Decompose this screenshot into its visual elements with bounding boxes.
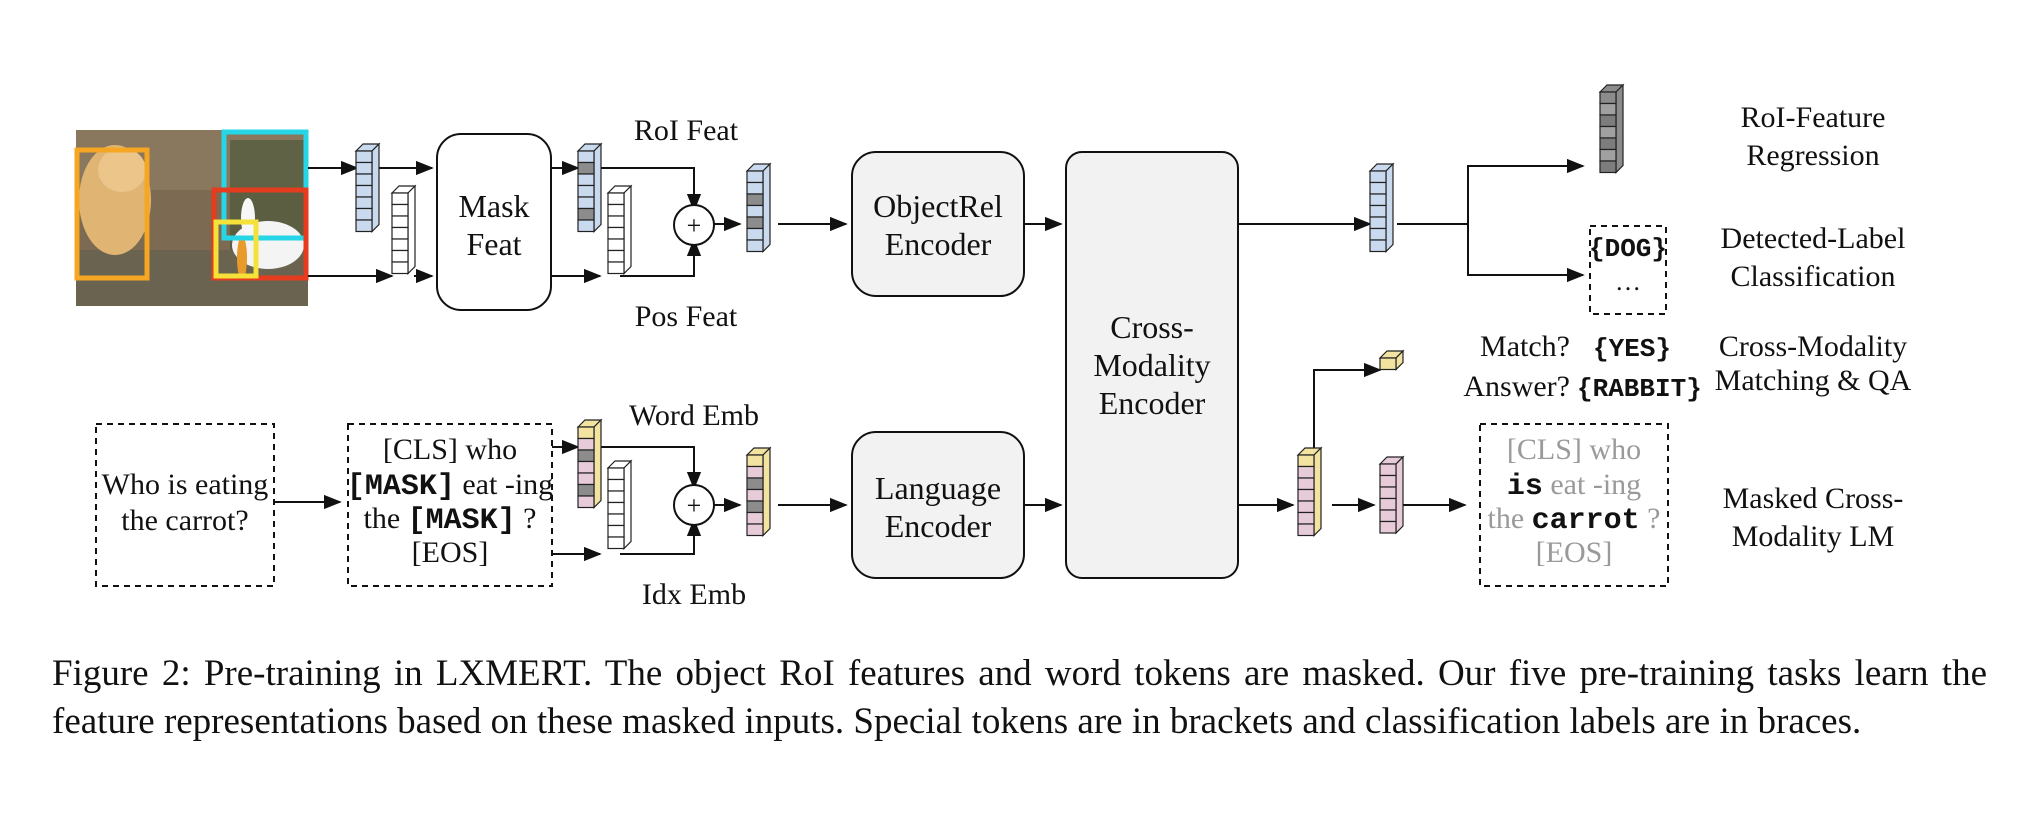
svg-text:[MASK] eat -ing: [MASK] eat -ing bbox=[347, 468, 553, 504]
svg-text:Encoder: Encoder bbox=[885, 226, 992, 262]
task-matching-qa: Cross-Modality Matching & QA bbox=[1715, 330, 1912, 397]
svg-text:[CLS] who: [CLS] who bbox=[383, 433, 517, 466]
task-label-classification: Detected-Label Classification bbox=[1721, 222, 1906, 293]
match-question: Match? bbox=[1480, 330, 1570, 363]
feature-vectors bbox=[354, 83, 1625, 550]
svg-text:Cross-: Cross- bbox=[1110, 309, 1194, 345]
svg-text:Modality LM: Modality LM bbox=[1732, 520, 1895, 553]
svg-text:Detected-Label: Detected-Label bbox=[1721, 222, 1906, 255]
cross-language-output-vector bbox=[1296, 446, 1323, 537]
svg-text:Modality: Modality bbox=[1093, 347, 1210, 383]
answer-question: Answer? bbox=[1463, 370, 1570, 403]
mask-feat-box: Mask Feat bbox=[436, 133, 552, 311]
svg-text:the carrot?: the carrot? bbox=[121, 504, 248, 537]
idx-emb-label: Idx Emb bbox=[642, 578, 746, 611]
combined-language-vector bbox=[745, 446, 772, 537]
task-roi-regression: RoI-Feature Regression bbox=[1741, 101, 1886, 172]
yellow-box bbox=[213, 219, 259, 279]
lm-output-vector bbox=[1378, 455, 1405, 535]
objectrel-encoder-box: ObjectRel Encoder bbox=[851, 151, 1025, 297]
svg-text:the [MASK] ?: the [MASK] ? bbox=[363, 502, 536, 538]
combined-visual-vector bbox=[745, 162, 772, 253]
photo-thumbnail bbox=[74, 129, 309, 306]
regression-target-vector bbox=[1598, 83, 1625, 174]
detected-label-box: {DOG} … bbox=[1589, 225, 1667, 315]
task-masked-lm: Masked Cross- Modality LM bbox=[1723, 482, 1904, 553]
mask-token: [MASK] bbox=[347, 470, 455, 504]
word-emb-label: Word Emb bbox=[629, 399, 759, 432]
svg-text:Matching & QA: Matching & QA bbox=[1715, 364, 1912, 397]
svg-text:Encoder: Encoder bbox=[885, 508, 992, 544]
cross-visual-output-vector bbox=[1368, 162, 1395, 253]
roi-feature-vector bbox=[354, 142, 381, 233]
match-answer: {YES} bbox=[1593, 334, 1671, 364]
position-vector bbox=[390, 184, 417, 275]
question-box: Who is eating the carrot? bbox=[95, 423, 275, 587]
svg-text:Regression: Regression bbox=[1746, 139, 1879, 172]
diagram-canvas: + + RoI Feat Pos Feat Word Emb Idx Emb M… bbox=[74, 83, 1912, 611]
word-embedding-vector bbox=[576, 418, 603, 509]
mask-token: [MASK] bbox=[408, 504, 516, 538]
predicted-token: is bbox=[1507, 470, 1543, 504]
svg-text:[EOS]: [EOS] bbox=[1536, 536, 1613, 569]
svg-text:[CLS] who: [CLS] who bbox=[1507, 433, 1641, 466]
svg-text:Mask: Mask bbox=[458, 188, 529, 224]
svg-text:Encoder: Encoder bbox=[1099, 385, 1206, 421]
svg-text:+: + bbox=[687, 491, 702, 520]
orange-box bbox=[74, 147, 150, 281]
connectors bbox=[272, 158, 1585, 562]
roi-feat-label: RoI Feat bbox=[634, 114, 739, 147]
svg-text:Classification: Classification bbox=[1731, 260, 1896, 293]
index-embedding-vector bbox=[606, 459, 633, 550]
svg-text:[EOS]: [EOS] bbox=[412, 536, 489, 569]
svg-text:Masked Cross-: Masked Cross- bbox=[1723, 482, 1904, 515]
svg-text:Language: Language bbox=[875, 470, 1001, 506]
cyan-box bbox=[221, 129, 309, 241]
cls-output-vector bbox=[1378, 349, 1405, 371]
svg-text:the carrot ?: the carrot ? bbox=[1487, 502, 1660, 538]
svg-text:{DOG}: {DOG} bbox=[1589, 234, 1667, 264]
lm-output-box: [CLS] who is eat -ing the carrot ? [EOS] bbox=[1479, 423, 1669, 587]
svg-text:Feat: Feat bbox=[466, 226, 521, 262]
masked-roi-vector bbox=[576, 142, 603, 233]
position-vector bbox=[606, 184, 633, 275]
svg-text:ObjectRel: ObjectRel bbox=[873, 188, 1003, 224]
pos-feat-label: Pos Feat bbox=[635, 300, 738, 333]
svg-text:Who is eating: Who is eating bbox=[102, 468, 269, 501]
cross-modality-encoder-box: Cross- Modality Encoder bbox=[1065, 151, 1239, 579]
predicted-token: carrot bbox=[1532, 504, 1640, 538]
svg-text:…: … bbox=[1615, 267, 1641, 296]
masked-tokens-box: [CLS] who [MASK] eat -ing the [MASK] ? [… bbox=[347, 423, 553, 587]
svg-text:Cross-Modality: Cross-Modality bbox=[1719, 330, 1907, 363]
plus-icon: + bbox=[673, 484, 715, 526]
answer-answer: {RABBIT} bbox=[1577, 374, 1702, 404]
svg-text:is eat -ing: is eat -ing bbox=[1507, 468, 1641, 504]
svg-text:+: + bbox=[687, 211, 702, 240]
svg-text:RoI-Feature: RoI-Feature bbox=[1741, 101, 1886, 134]
plus-icon: + bbox=[673, 204, 715, 246]
figure-caption: Figure 2: Pre-training in LXMERT. The ob… bbox=[52, 653, 1987, 742]
language-encoder-box: Language Encoder bbox=[851, 431, 1025, 579]
